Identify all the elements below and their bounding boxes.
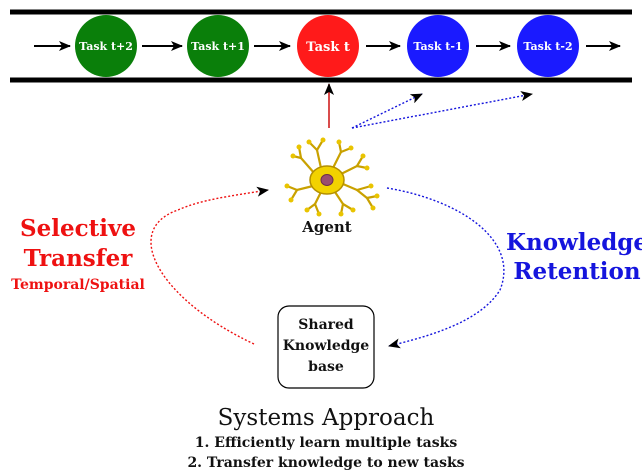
task-track: Task t+2 Task t+1 Task t Task t-1 Task t… xyxy=(10,9,632,83)
knowledge-retention-line-2: Retention xyxy=(513,258,640,285)
agent-to-older-task-arrow xyxy=(351,91,533,129)
task-circle xyxy=(407,15,469,77)
task-label: Task t+1 xyxy=(191,40,245,53)
selective-transfer-label: Selective Transfer Temporal/Spatial xyxy=(11,215,145,293)
task-node-t-minus-1: Task t-1 xyxy=(407,15,469,77)
knowledge-retention-line-1: Knowledge xyxy=(506,229,642,256)
task-label: Task t+2 xyxy=(79,40,133,53)
task-circle xyxy=(297,15,359,77)
task-node-t-minus-2: Task t-2 xyxy=(517,15,579,77)
systems-approach-item-2: 2. Transfer knowledge to new tasks xyxy=(187,455,464,471)
knowledge-retention-label: Knowledge Retention xyxy=(506,229,642,285)
agent-label: Agent xyxy=(301,218,352,236)
task-circle xyxy=(75,15,137,77)
task-label: Task t xyxy=(306,40,350,55)
selective-transfer-arrow xyxy=(150,186,269,345)
kb-line-3: base xyxy=(308,359,344,375)
selective-transfer-subtitle: Temporal/Spatial xyxy=(11,277,145,293)
selective-transfer-line-1: Selective xyxy=(20,215,136,242)
task-node-t: Task t xyxy=(297,15,359,77)
knowledge-retention-arrow xyxy=(386,187,505,349)
kb-line-2: Knowledge xyxy=(283,338,370,354)
task-node-t-plus-1: Task t+1 xyxy=(187,15,249,77)
task-label: Task t-2 xyxy=(523,40,572,53)
task-node-t-plus-2: Task t+2 xyxy=(75,15,137,77)
agent-to-past-task-arrow xyxy=(351,93,423,129)
task-label: Task t-1 xyxy=(413,40,462,53)
task-circle xyxy=(187,15,249,77)
systems-approach-item-1: 1. Efficiently learn multiple tasks xyxy=(195,435,458,451)
neuron-icon xyxy=(284,137,380,217)
kb-line-1: Shared xyxy=(298,317,354,333)
knowledge-base-box xyxy=(277,305,375,389)
shared-knowledge-base: Shared Knowledge base xyxy=(277,305,375,389)
task-circle xyxy=(517,15,579,77)
selective-transfer-line-2: Transfer xyxy=(24,245,134,272)
systems-approach-title: Systems Approach xyxy=(218,405,435,431)
systems-approach: Systems Approach 1. Efficiently learn mu… xyxy=(187,405,464,471)
